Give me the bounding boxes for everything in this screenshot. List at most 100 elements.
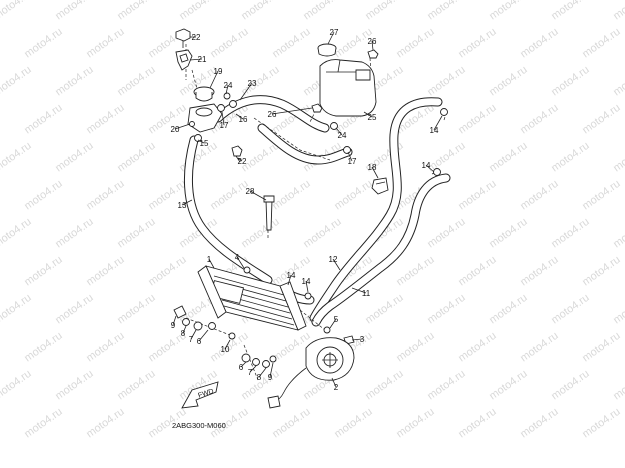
watermark-text: moto4.ru [518, 102, 560, 137]
watermark-text: moto4.ru [425, 64, 467, 99]
fan-connector [267, 395, 281, 409]
watermark-text: moto4.ru [0, 216, 34, 251]
watermark-text: moto4.ru [580, 102, 622, 137]
watermark-text: moto4.ru [0, 368, 34, 403]
callout-leader-9 [269, 362, 274, 378]
watermark-text: moto4.ru [239, 0, 281, 22]
watermark-text: moto4.ru [0, 140, 34, 175]
watermark-text: moto4.ru [270, 26, 312, 61]
bracket-21 [175, 49, 193, 71]
callout-leader-22 [237, 157, 243, 162]
callout-leader-2 [331, 377, 337, 388]
watermark-text: moto4.ru [611, 140, 625, 175]
part-5 [323, 326, 331, 334]
watermark-text: moto4.ru [580, 330, 622, 365]
callout-leader-26 [371, 40, 374, 51]
callout-leader-17 [221, 111, 225, 126]
watermark-text: moto4.ru [425, 292, 467, 327]
callout-leader-6 [240, 361, 247, 368]
callout-leader-20 [174, 123, 191, 130]
callout-14: 14 [430, 126, 439, 135]
callout-2: 2 [334, 383, 339, 392]
callout-28: 28 [246, 187, 255, 196]
watermark-text: moto4.ru [425, 216, 467, 251]
watermark-text: moto4.ru [611, 368, 625, 403]
hose-13 [183, 135, 273, 285]
callout-6: 6 [197, 337, 202, 346]
callout-7: 7 [189, 335, 194, 344]
fan-shroud-2 [273, 337, 355, 403]
watermark-text: moto4.ru [580, 178, 622, 213]
callout-leader-11 [351, 287, 367, 294]
watermark-text: moto4.ru [115, 64, 157, 99]
watermark-text: moto4.ru [115, 0, 157, 22]
watermark-text: moto4.ru [177, 0, 219, 22]
callout-leader-24 [225, 84, 229, 95]
watermark-text: moto4.ru [456, 330, 498, 365]
clip-14-right [433, 168, 441, 176]
callout-23: 23 [248, 79, 257, 88]
watermark-text: moto4.ru [53, 292, 95, 327]
watermark-text: moto4.ru [22, 178, 64, 213]
callout-8: 8 [257, 373, 262, 382]
callout-leader-21 [189, 58, 203, 61]
bolt-22-top [175, 28, 191, 48]
callout-24: 24 [338, 131, 347, 140]
callout-15: 15 [200, 139, 209, 148]
callout-leader-7 [190, 329, 197, 340]
watermark-text: moto4.ru [239, 64, 281, 99]
hose-11 [311, 173, 451, 327]
watermark-text: moto4.ru [84, 406, 126, 441]
callout-leader-24 [335, 127, 343, 136]
callout-leader-14 [305, 280, 309, 293]
watermark-text: moto4.ru [208, 178, 250, 213]
callout-leader-1 [208, 258, 215, 269]
watermark-text: moto4.ru [456, 26, 498, 61]
callout-22: 22 [238, 157, 247, 166]
clip-16 [217, 100, 237, 112]
callout-18: 18 [368, 163, 377, 172]
watermark-text: moto4.ru [487, 64, 529, 99]
callout-21: 21 [198, 55, 207, 64]
callout-19: 19 [214, 67, 223, 76]
callout-leader-19 [209, 70, 219, 89]
callout-leader-14 [425, 164, 435, 173]
fwd-arrow: FWD [181, 381, 219, 409]
watermark-text: moto4.ru [53, 368, 95, 403]
watermark-text: moto4.ru [53, 64, 95, 99]
watermark-text: moto4.ru [115, 140, 157, 175]
callout-26: 26 [268, 110, 277, 119]
watermark-text: moto4.ru [456, 406, 498, 441]
clip-14-upper [440, 108, 448, 116]
callout-leader-28 [249, 190, 267, 201]
clip-14-lower-b [304, 292, 312, 300]
watermark-text: moto4.ru [549, 292, 591, 327]
watermark-text: moto4.ru [146, 102, 188, 137]
watermark-text: moto4.ru [84, 178, 126, 213]
callout-6: 6 [239, 363, 244, 372]
filler-neck-20 [187, 103, 223, 133]
callout-24: 24 [224, 81, 233, 90]
watermark-text: moto4.ru [0, 292, 34, 327]
watermark-text: moto4.ru [84, 102, 126, 137]
watermark-text: moto4.ru [456, 102, 498, 137]
watermark-text: moto4.ru [53, 140, 95, 175]
bolt-4 [243, 266, 251, 274]
callout-17: 17 [220, 121, 229, 130]
watermark-text: moto4.ru [394, 254, 436, 289]
callout-leader-13 [181, 199, 193, 206]
callout-17: 17 [348, 157, 357, 166]
watermark-text: moto4.ru [580, 406, 622, 441]
watermark-text: moto4.ru [22, 330, 64, 365]
hardware-bottom [241, 353, 277, 368]
callout-12: 12 [329, 255, 338, 264]
watermark-text: moto4.ru [146, 254, 188, 289]
watermark-text: moto4.ru [518, 254, 560, 289]
watermark-text: moto4.ru [22, 26, 64, 61]
bolt-22-lower [231, 145, 243, 163]
watermark-text: moto4.ru [301, 216, 343, 251]
cable-tie-28 [263, 195, 275, 231]
watermark-text: moto4.ru [549, 140, 591, 175]
radiator-cap-19 [193, 86, 215, 102]
